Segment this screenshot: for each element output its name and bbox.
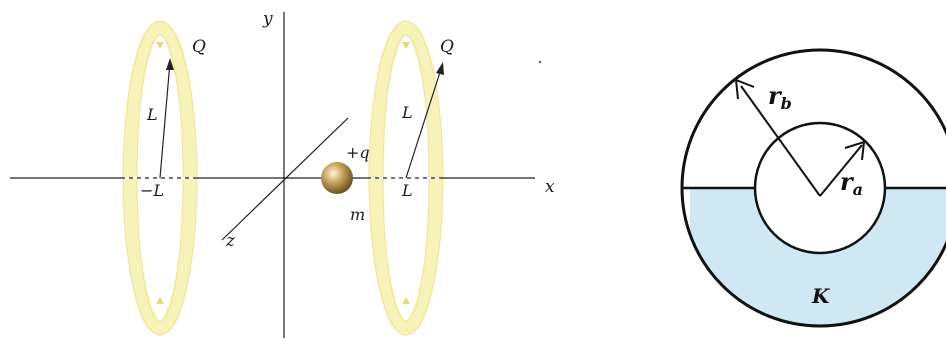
- y-axis-label: y: [262, 9, 273, 29]
- particle-mass-label: m: [350, 205, 365, 224]
- z-axis: [221, 117, 349, 241]
- inner-radius-label: ra: [840, 167, 863, 199]
- dielectric-label: K: [811, 284, 831, 308]
- z-axis-label: z: [225, 231, 236, 251]
- charged-particle: [321, 162, 353, 194]
- right-ring-radius-label: L: [401, 103, 413, 122]
- right-ring-position-label: L: [401, 181, 413, 200]
- left-ring-radius-label: L: [146, 105, 158, 124]
- inner-radius-arrow: [819, 140, 866, 197]
- particle-charge-label: +q: [346, 143, 370, 162]
- left-ring-charge-label: Q: [192, 37, 206, 57]
- dielectric-region: [690, 188, 946, 326]
- capacitor-diagram: rb ra K: [680, 48, 946, 328]
- left-radius-arrow: [159, 58, 174, 179]
- right-ring-charge-label: Q: [440, 37, 454, 57]
- x-axis-label: x: [545, 177, 555, 197]
- outer-radius-label: rb: [768, 81, 792, 113]
- ring-diagram: Q Q y x z L L −L L +q m: [10, 9, 555, 338]
- right-radius-arrow: [405, 62, 444, 179]
- left-ring-position-label: −L: [140, 181, 164, 200]
- outer-radius-arrow: [734, 78, 821, 197]
